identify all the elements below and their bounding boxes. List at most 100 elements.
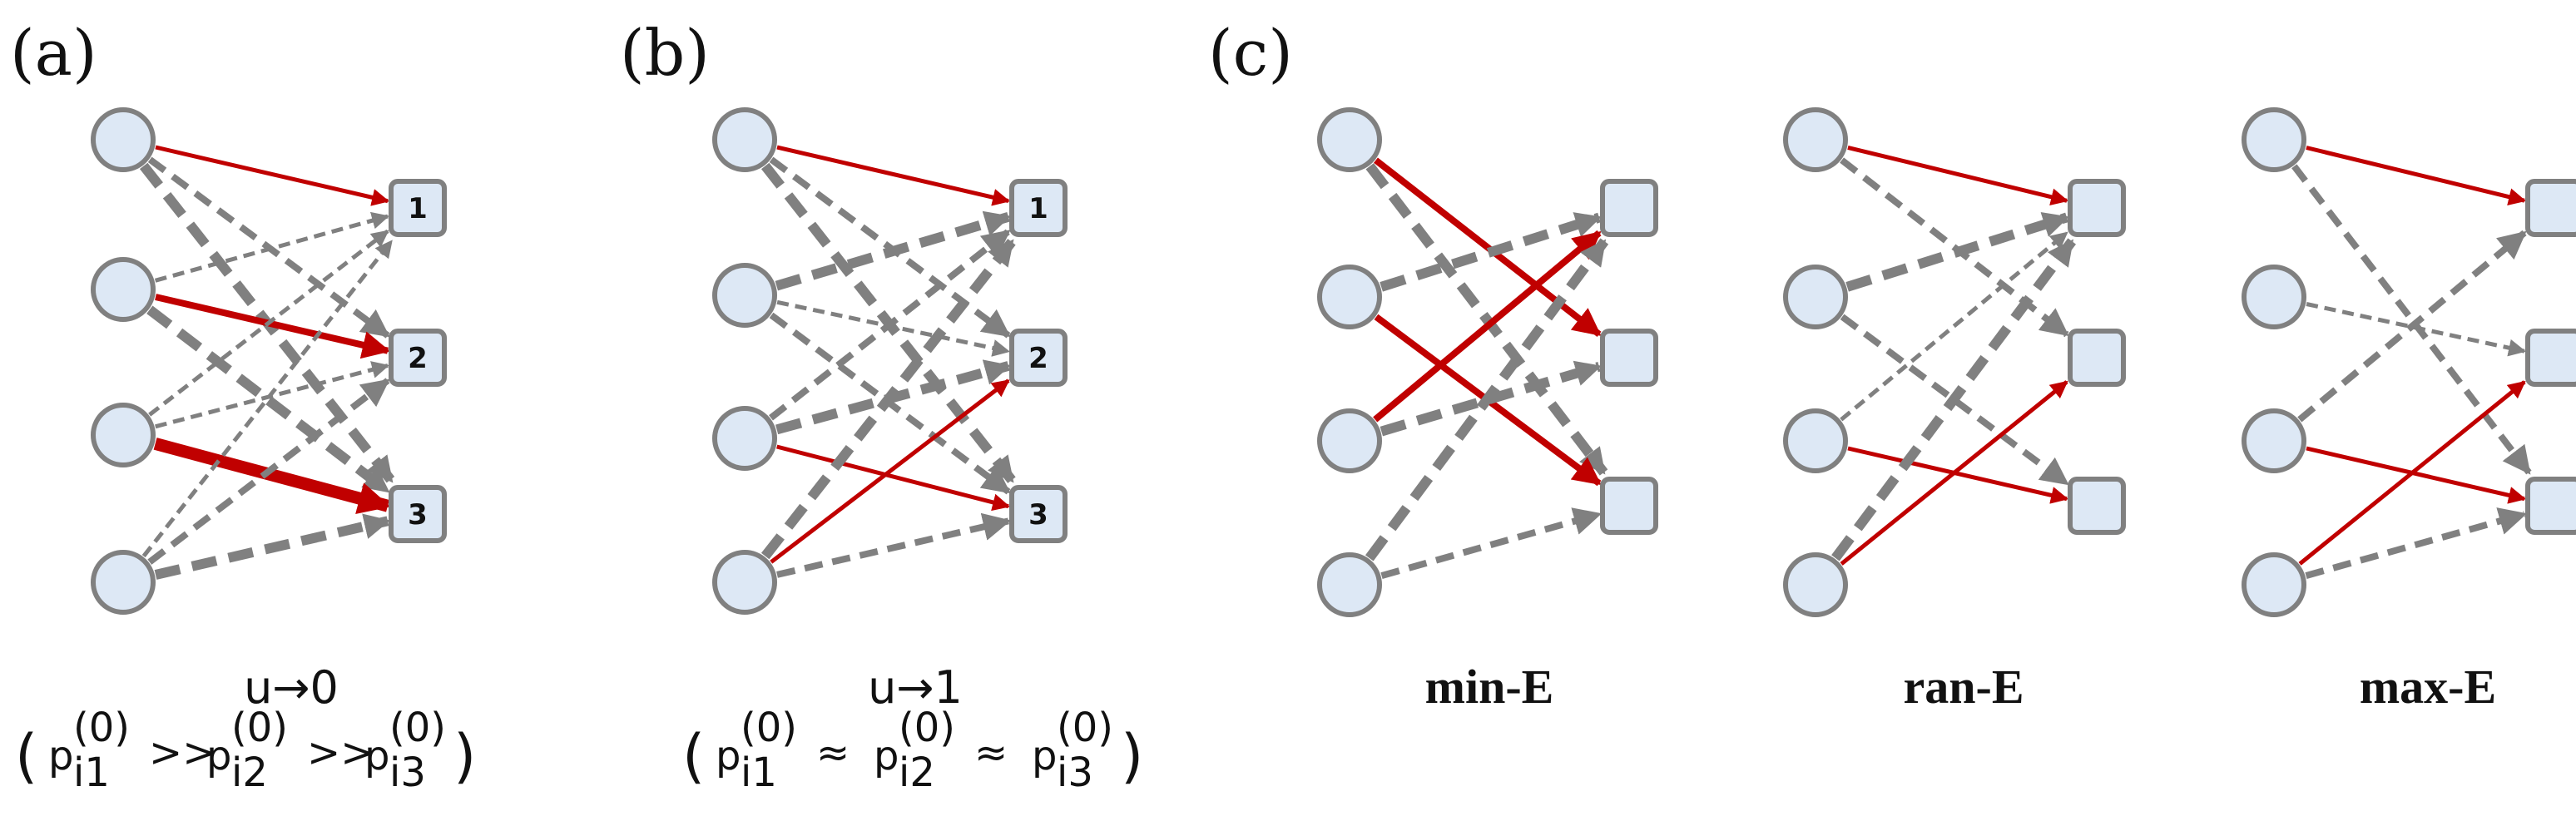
target-node-c3-3	[2525, 477, 2576, 535]
source-node-c2-3	[1783, 408, 1848, 473]
panel-a-caption: u→0	[244, 661, 339, 714]
panel-label-b: (b)	[620, 16, 710, 90]
edge-a-1-to-1	[155, 294, 391, 359]
source-node-c3-1	[2242, 107, 2306, 172]
target-node-c3-1	[2525, 179, 2576, 237]
formula-term-1-sup: (0)	[741, 705, 797, 751]
formula-term-3-base: p	[1032, 733, 1057, 779]
panel-c-min-e-nodes	[1317, 107, 1658, 617]
source-node-a-2	[91, 257, 156, 322]
edge-b-3-to-0	[760, 238, 1017, 560]
panel-c-ran-e: ran-E	[1783, 107, 2126, 714]
formula-term-3-sup: (0)	[1057, 705, 1113, 751]
panel-a-formula: (p(0)i1>>p(0)i2>>p(0)i3)	[15, 705, 476, 796]
edge-c3-2-to-2	[2306, 446, 2527, 504]
edge-c2-0-to-1	[1840, 157, 2069, 338]
panel-c-max-e-nodes	[2242, 107, 2576, 617]
panel-b: (b) 123 u→1 (p(0)i1≈p(0)i2≈p(0)i3)	[620, 16, 1143, 796]
panel-a: (a) 123 u→0 (p(0)i1>>p(0)i2>>p(0)i3)	[10, 16, 476, 796]
formula-close-paren: )	[1121, 722, 1143, 790]
edge-c2-3-to-0	[1831, 238, 2077, 561]
panel-a-nodes: 123	[91, 107, 447, 615]
edge-c3-3-to-2	[2305, 507, 2528, 579]
formula-term-3-sub: i3	[389, 749, 426, 796]
target-node-c1-2	[1600, 329, 1658, 387]
edge-c1-2-to-0	[1373, 230, 1602, 423]
source-node-c1-4	[1317, 552, 1382, 617]
edge-b-2-to-0	[769, 229, 1011, 421]
source-node-b-1	[712, 107, 777, 172]
target-node-label-a-2: 2	[408, 342, 428, 375]
source-node-c2-1	[1783, 107, 1848, 172]
formula-op-2: ≈	[974, 730, 1008, 776]
edge-c2-2-to-2	[1847, 446, 2069, 504]
edge-c2-1-to-2	[1840, 314, 2069, 487]
panel-c-min-e-edges	[1365, 157, 1609, 579]
edge-b-2-to-2	[776, 444, 1011, 512]
target-node-label-a-3: 3	[408, 498, 428, 532]
edge-c3-2-to-0	[2297, 230, 2527, 423]
edge-c1-3-to-0	[1365, 238, 1609, 561]
edge-a-1-to-0	[154, 211, 390, 283]
panel-c-min-e: (c) min-E	[1208, 16, 1658, 714]
edge-b-3-to-2	[776, 512, 1012, 578]
panel-a-edges	[139, 145, 396, 580]
target-node-c2-2	[2068, 329, 2126, 387]
source-node-c2-4	[1783, 552, 1848, 617]
formula-open-paren: (	[15, 722, 37, 790]
panel-c-max-e-caption: max-E	[2360, 660, 2496, 714]
source-node-a-3	[91, 403, 156, 467]
target-node-label-b-3: 3	[1028, 498, 1048, 532]
target-node-b-3	[1009, 485, 1068, 543]
formula-term-3-sup: (0)	[389, 705, 446, 751]
formula-term-3-sub: i3	[1057, 749, 1093, 796]
source-node-c2-2	[1783, 265, 1848, 329]
source-node-c3-2	[2242, 265, 2306, 329]
edge-c1-1-to-0	[1380, 212, 1602, 292]
target-node-c2-3	[2068, 477, 2126, 535]
source-node-a-1	[91, 107, 156, 172]
formula-op-1: >>	[149, 730, 215, 776]
source-node-c3-3	[2242, 408, 2306, 473]
panel-c-ran-e-caption: ran-E	[1904, 660, 2024, 714]
formula-op-1: ≈	[816, 730, 850, 776]
edge-a-3-to-0	[141, 240, 394, 558]
edge-c2-0-to-0	[1847, 145, 2069, 206]
target-node-c2-1	[2068, 179, 2126, 237]
edge-a-0-to-0	[155, 145, 390, 206]
edge-a-2-to-0	[148, 229, 389, 417]
target-node-c1-1	[1600, 179, 1658, 237]
formula-open-paren: (	[682, 722, 705, 790]
target-node-c3-2	[2525, 329, 2576, 387]
panel-c-ran-e-nodes	[1783, 107, 2126, 617]
edge-c1-0-to-1	[1374, 157, 1602, 338]
source-node-b-2	[712, 263, 777, 328]
panel-label-a: (a)	[10, 16, 97, 90]
formula-term-2-sup: (0)	[899, 705, 955, 751]
edge-a-3-to-2	[154, 513, 391, 580]
target-node-b-1	[1009, 179, 1068, 237]
edge-b-3-to-1	[770, 378, 1010, 564]
target-node-a-3	[389, 485, 447, 543]
formula-term-1-sub: i1	[73, 749, 110, 796]
target-node-c1-3	[1600, 477, 1658, 535]
formula-term-1-sup: (0)	[73, 705, 130, 751]
edge-b-1-to-0	[775, 210, 1011, 291]
formula-close-paren: )	[453, 722, 476, 790]
panel-c-min-e-caption: min-E	[1425, 660, 1554, 714]
formula-term-1-base: p	[716, 733, 741, 779]
edge-b-1-to-1	[776, 299, 1011, 357]
edge-c3-3-to-1	[2298, 380, 2526, 566]
edge-b-0-to-0	[776, 145, 1011, 206]
formula-term-2-sup: (0)	[231, 705, 288, 751]
edge-c2-3-to-1	[1840, 380, 2068, 566]
target-node-b-2	[1009, 329, 1068, 387]
source-node-c3-4	[2242, 552, 2306, 617]
formula-term-2-base: p	[874, 733, 899, 779]
panel-b-formula: (p(0)i1≈p(0)i2≈p(0)i3)	[682, 705, 1143, 796]
edge-a-3-to-1	[147, 378, 390, 565]
edge-c1-0-to-2	[1365, 163, 1608, 476]
edge-c1-3-to-2	[1380, 507, 1603, 579]
panel-b-nodes: 123	[712, 107, 1068, 615]
